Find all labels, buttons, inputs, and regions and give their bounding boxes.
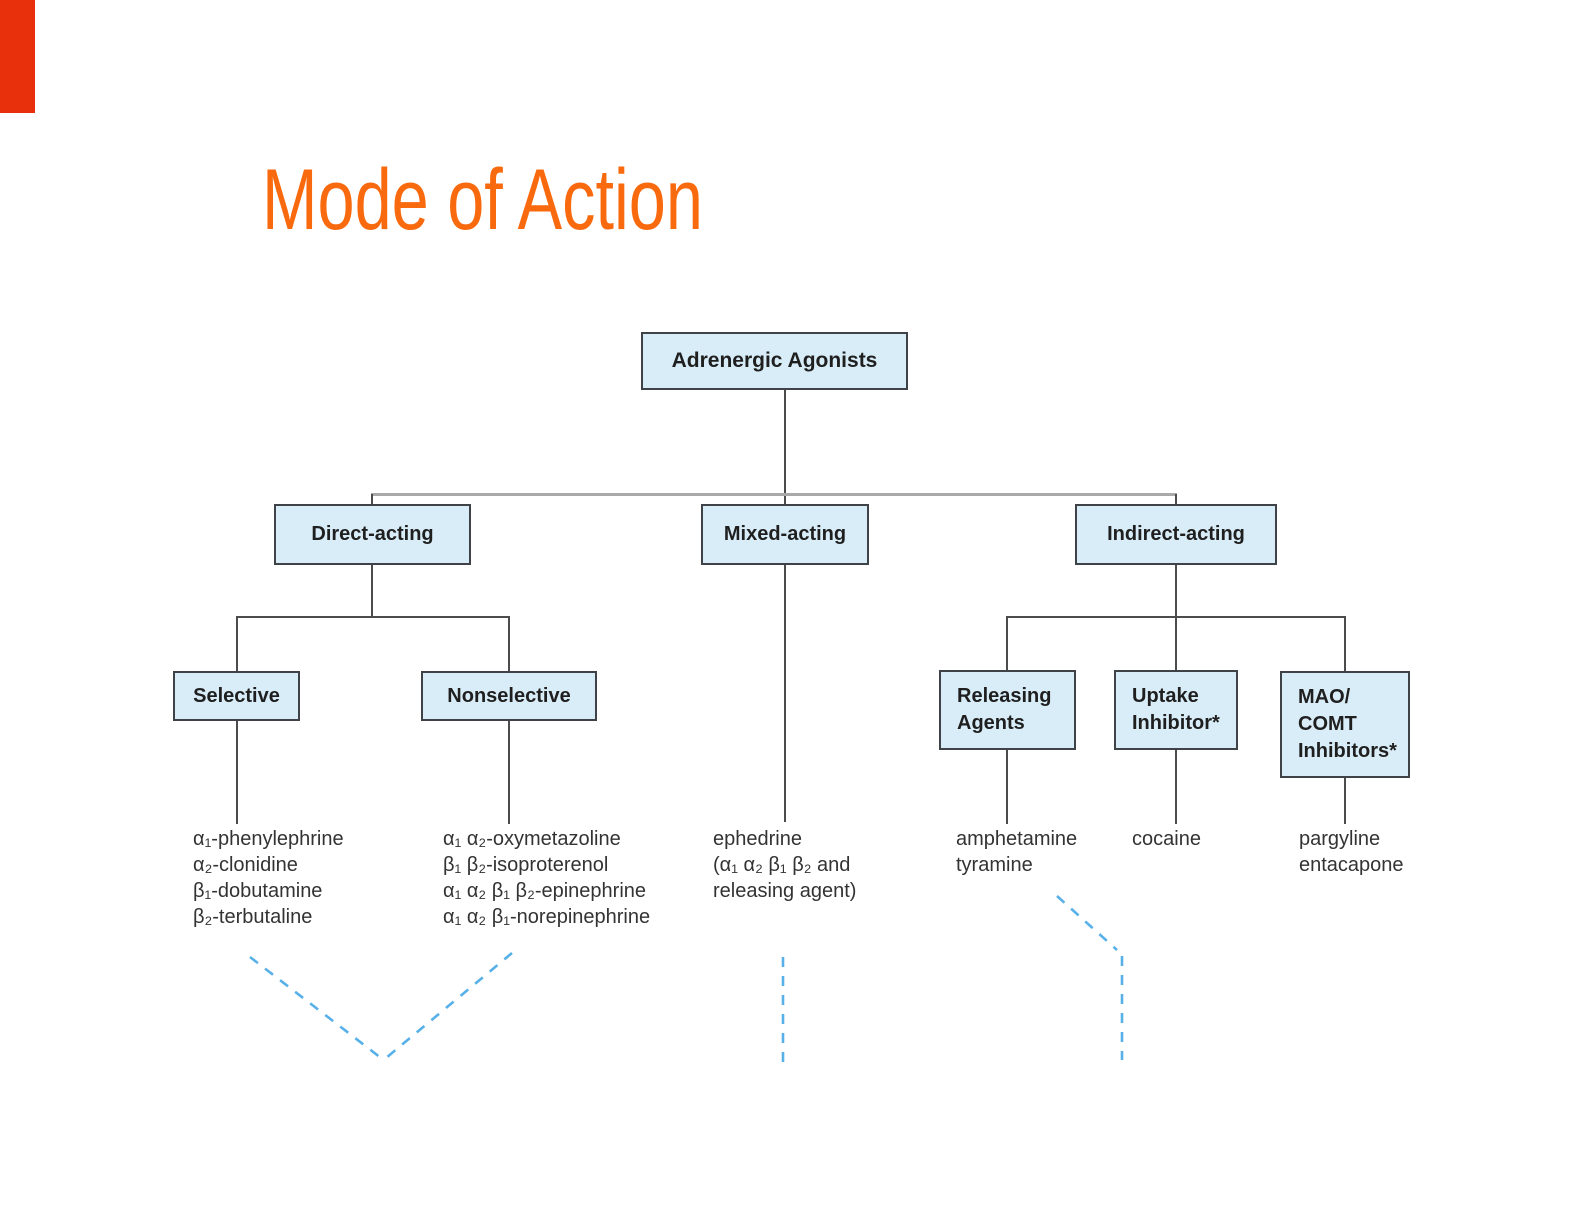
drug-item: pargyline [1299,828,1381,850]
connector-root-drop [784,390,786,504]
node-label-line: Releasing [957,685,1052,707]
node-mixed-acting: Mixed-acting [701,504,869,565]
node-label-line: Agents [957,712,1025,734]
slide-title: Mode of Action [262,152,703,248]
connector-mixed-to-leaf [784,565,786,822]
node-label: Nonselective [447,684,571,707]
drug-item: α₁ α₂ β₁-norepinephrine [443,906,651,928]
node-adrenergic-agonists: Adrenergic Agonists [641,332,908,390]
drug-item: α₁ α₂-oxymetazoline [443,828,621,850]
drug-item: amphetamine [956,828,1078,850]
drug-item: ephedrine [713,828,802,850]
drug-item: α₁-phenylephrine [193,828,344,850]
node-mao-comt-inhibitors: MAO/ COMT Inhibitors* [1280,671,1410,778]
leaf-list-mixed: ephedrine (α₁ α₂ β₁ β₂ and releasing age… [713,826,856,904]
leaf-list-selective: α₁-phenylephrine α₂-clonidine β₁-dobutam… [193,826,344,930]
node-label: Indirect-acting [1107,523,1245,545]
connector-uptake-to-leaf [1175,750,1177,824]
connector-direct-drop [371,494,373,504]
node-label: Adrenergic Agonists [671,349,878,372]
dashed-pointer-tyramine-slant [1056,895,1118,951]
connector-nonselective-to-leaf [508,721,510,824]
connector-direct-horizontal [236,616,510,618]
node-nonselective: Nonselective [421,671,597,721]
drug-item: α₁ α₂ β₁ β₂-epinephrine [443,880,647,902]
drug-item: releasing agent) [713,880,857,902]
connector-selective-to-leaf [236,721,238,824]
drug-item: tyramine [956,854,1033,876]
connector-indirect-down [1175,565,1177,618]
drug-item: α₂-clonidine [193,854,298,876]
drug-item: β₁ β₂-isoproterenol [443,854,609,876]
node-selective: Selective [173,671,300,721]
node-label-line: Inhibitors* [1298,740,1397,762]
node-uptake-inhibitor: Uptake Inhibitor* [1114,670,1238,750]
connector-releasing-drop [1006,617,1008,670]
leaf-list-nonselective: α₁ α₂-oxymetazoline β₁ β₂-isoproterenol … [443,826,650,930]
node-label: Direct-acting [311,523,434,545]
red-accent-bar [0,0,35,113]
drug-item: cocaine [1132,828,1201,850]
drug-item: β₂-terbutaline [193,906,313,928]
connector-uptake-drop [1175,617,1177,670]
connector-mao-drop [1344,617,1346,671]
drug-item: (α₁ α₂ β₁ β₂ and [713,854,851,876]
connector-indirect-drop [1175,494,1177,504]
dashed-pointer-nonselective-right [385,952,513,1059]
node-indirect-acting: Indirect-acting [1075,504,1277,565]
connector-releasing-to-leaf [1006,750,1008,824]
leaf-list-releasing: amphetamine tyramine [956,826,1077,878]
drug-item: β₁-dobutamine [193,880,323,902]
node-label-line: Inhibitor* [1132,712,1220,734]
connector-nonselective-drop [508,617,510,671]
connector-level2-horizontal [371,493,1177,496]
drug-item: entacapone [1299,854,1404,876]
dashed-pointer-selective-left [249,955,382,1060]
node-label-line: Uptake [1132,685,1199,707]
node-releasing-agents: Releasing Agents [939,670,1076,750]
node-label: Mixed-acting [723,523,847,545]
node-label: Selective [193,684,280,707]
node-direct-acting: Direct-acting [274,504,471,565]
leaf-list-mao: pargyline entacapone [1299,826,1404,878]
connector-selective-drop [236,617,238,671]
connector-direct-down [371,565,373,618]
node-label-line: COMT [1298,713,1357,735]
connector-mao-to-leaf [1344,778,1346,824]
node-label-line: MAO/ [1298,686,1351,708]
leaf-list-uptake: cocaine [1132,826,1201,852]
